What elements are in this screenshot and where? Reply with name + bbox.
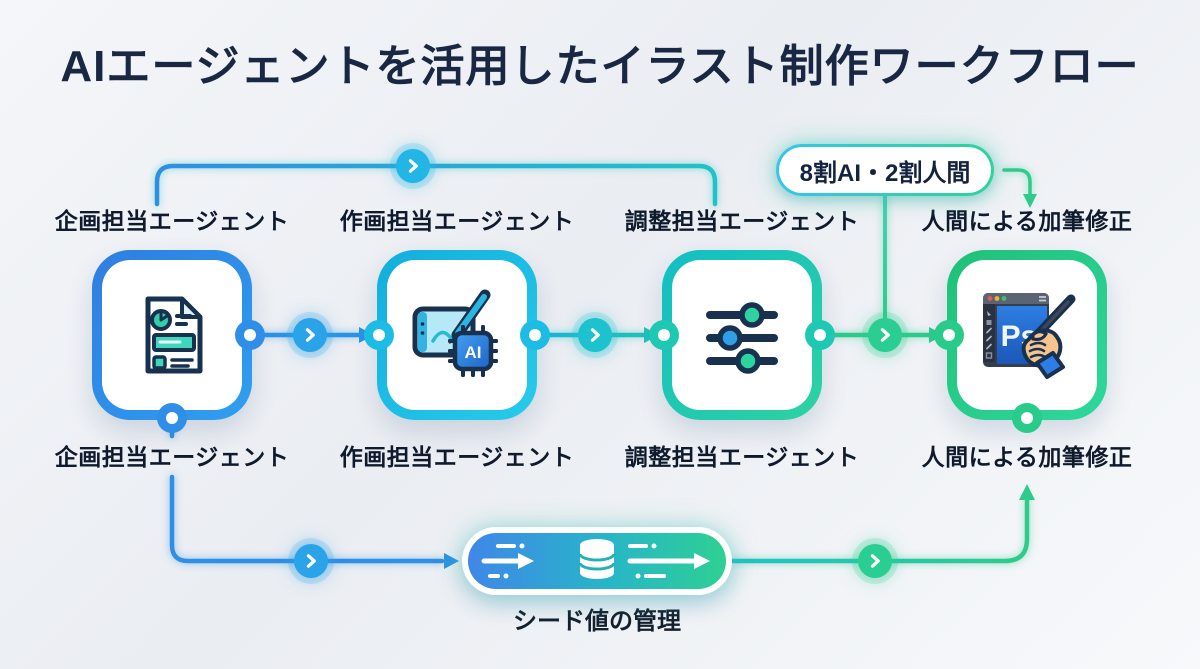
label-adjust-agent-top: 調整担当エージェント xyxy=(624,208,860,234)
wire-top-bypass xyxy=(154,163,718,207)
chevron-right-icon xyxy=(590,328,600,342)
label-drawing-agent-top: 作画担当エージェント xyxy=(339,208,575,234)
database-icon xyxy=(481,539,710,579)
label-human-retouch-top: 人間による加筆修正 xyxy=(921,208,1133,234)
chevron-right-icon xyxy=(305,328,315,342)
node-drawing-agent: AI xyxy=(364,250,550,420)
arrowhead-seed-in xyxy=(444,553,459,569)
node-adjust-agent xyxy=(649,250,835,420)
drawing-tablet-ai-chip-icon: AI xyxy=(412,289,498,377)
label-human-retouch-bottom: 人間による加筆修正 xyxy=(921,444,1133,470)
connector-nub xyxy=(1012,403,1042,433)
ratio-badge-label: 8割AI・2割人間 xyxy=(779,147,991,193)
label-planning-agent-top: 企画担当エージェント xyxy=(54,208,290,234)
photoshop-hand-icon: Ps xyxy=(983,293,1076,379)
ratio-badge: 8割AI・2割人間 xyxy=(776,144,994,196)
connector-nub xyxy=(235,320,265,350)
chevron-right-icon xyxy=(880,328,890,342)
label-drawing-agent-bottom: 作画担当エージェント xyxy=(339,444,575,470)
wire-badge-to-human xyxy=(1002,168,1032,196)
arrowhead-seed-up xyxy=(1019,484,1035,500)
label-planning-agent-bottom: 企画担当エージェント xyxy=(54,444,290,470)
seed-management-label: シード値の管理 xyxy=(513,608,681,635)
connector-nub xyxy=(157,403,187,433)
ai-chip-label: AI xyxy=(465,343,482,362)
node-human-retouch: Ps xyxy=(934,250,1107,433)
flow-chevron-planning-drawing xyxy=(293,318,327,352)
flow-chevron-top-bypass xyxy=(396,149,430,183)
flow-chevron-drawing-adjust xyxy=(578,318,612,352)
flow-chevron-adjust-human xyxy=(868,318,902,352)
node-planning-agent xyxy=(92,250,265,433)
wire-planning-seed xyxy=(169,474,445,564)
connector-nub xyxy=(364,320,394,350)
chevron-right-icon xyxy=(870,554,880,568)
label-adjust-agent-bottom: 調整担当エージェント xyxy=(624,444,860,470)
connector-nub xyxy=(649,320,679,350)
flow-chevron-seed-in xyxy=(294,544,328,578)
connector-nub xyxy=(934,320,964,350)
sliders-icon xyxy=(706,302,778,374)
flow-chevron-seed-out xyxy=(858,544,892,578)
arrowhead-badge-down xyxy=(1023,194,1037,208)
chevron-right-icon xyxy=(408,159,418,173)
page-title: AIエージェントを活用したイラスト制作ワークフロー xyxy=(60,42,1140,91)
connector-nub xyxy=(520,320,550,350)
document-chart-icon xyxy=(145,296,203,374)
wire-seed-human xyxy=(729,497,1030,564)
connector-nub xyxy=(805,320,835,350)
chevron-right-icon xyxy=(306,554,316,568)
seed-management-pill xyxy=(462,527,732,595)
